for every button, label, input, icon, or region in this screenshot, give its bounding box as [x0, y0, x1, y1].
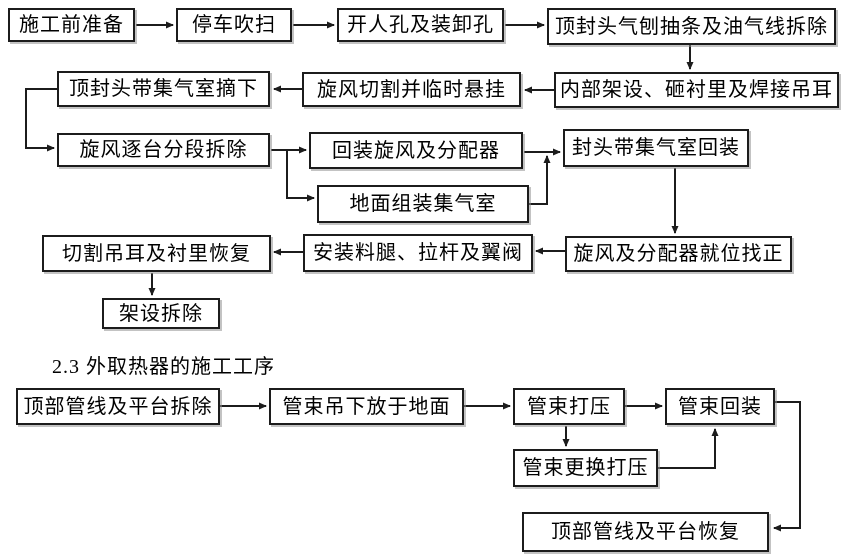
arrow-head-removal-to-dismantling	[25, 88, 57, 152]
node-tube-bundle-replacement-pressure-test: 管束更换打压	[513, 449, 658, 487]
node-tube-bundle-pressure-test: 管束打压	[513, 388, 625, 425]
node-internal-scaffolding-lining-lugs: 内部架设、砸衬里及焊接吊耳	[554, 72, 839, 108]
section-label: 2.3 外取热器的施工工序	[52, 356, 275, 378]
node-lug-cutting-lining-restore: 切割吊耳及衬里恢复	[42, 235, 271, 272]
node-dipleg-tierod-flapvalve-install: 安装料腿、拉杆及翼阀	[303, 234, 533, 272]
node-tube-bundle-lowering: 管束吊下放于地面	[269, 388, 464, 425]
node-top-head-gouging-line-removal: 顶封头气刨抽条及油气线拆除	[547, 8, 836, 45]
arrow-replacement-to-bundle-reinstall	[658, 428, 719, 469]
node-top-piping-platform-restore: 顶部管线及平台恢复	[522, 512, 769, 552]
node-open-manholes: 开人孔及装卸孔	[337, 8, 504, 42]
node-scaffold-removal: 架设拆除	[102, 298, 220, 329]
node-shutdown-purge: 停车吹扫	[176, 8, 292, 42]
arrow-dismantling-to-ground-assembly	[286, 151, 315, 202]
node-cyclone-distributor-reinstall: 回装旋风及分配器	[309, 132, 523, 169]
node-head-with-plenum-reinstall: 封头带集气室回装	[563, 129, 749, 167]
node-cyclone-distributor-positioning: 旋风及分配器就位找正	[565, 236, 792, 272]
node-top-head-with-plenum-removal: 顶封头带集气室摘下	[57, 71, 270, 107]
arrow-ground-assembly-to-head-reinstall	[529, 155, 551, 205]
arrow-bundle-reinstall-to-piping-restore	[773, 401, 801, 532]
node-top-piping-platform-removal: 顶部管线及平台拆除	[16, 388, 220, 425]
node-cyclone-staged-dismantling: 旋风逐台分段拆除	[57, 133, 270, 167]
node-pre-construction-preparation: 施工前准备	[8, 8, 135, 42]
node-ground-plenum-assembly: 地面组装集气室	[317, 185, 529, 223]
node-tube-bundle-reinstall: 管束回装	[665, 388, 775, 425]
node-cyclone-cutting-temporary-hanging: 旋风切割并临时悬挂	[302, 72, 521, 107]
